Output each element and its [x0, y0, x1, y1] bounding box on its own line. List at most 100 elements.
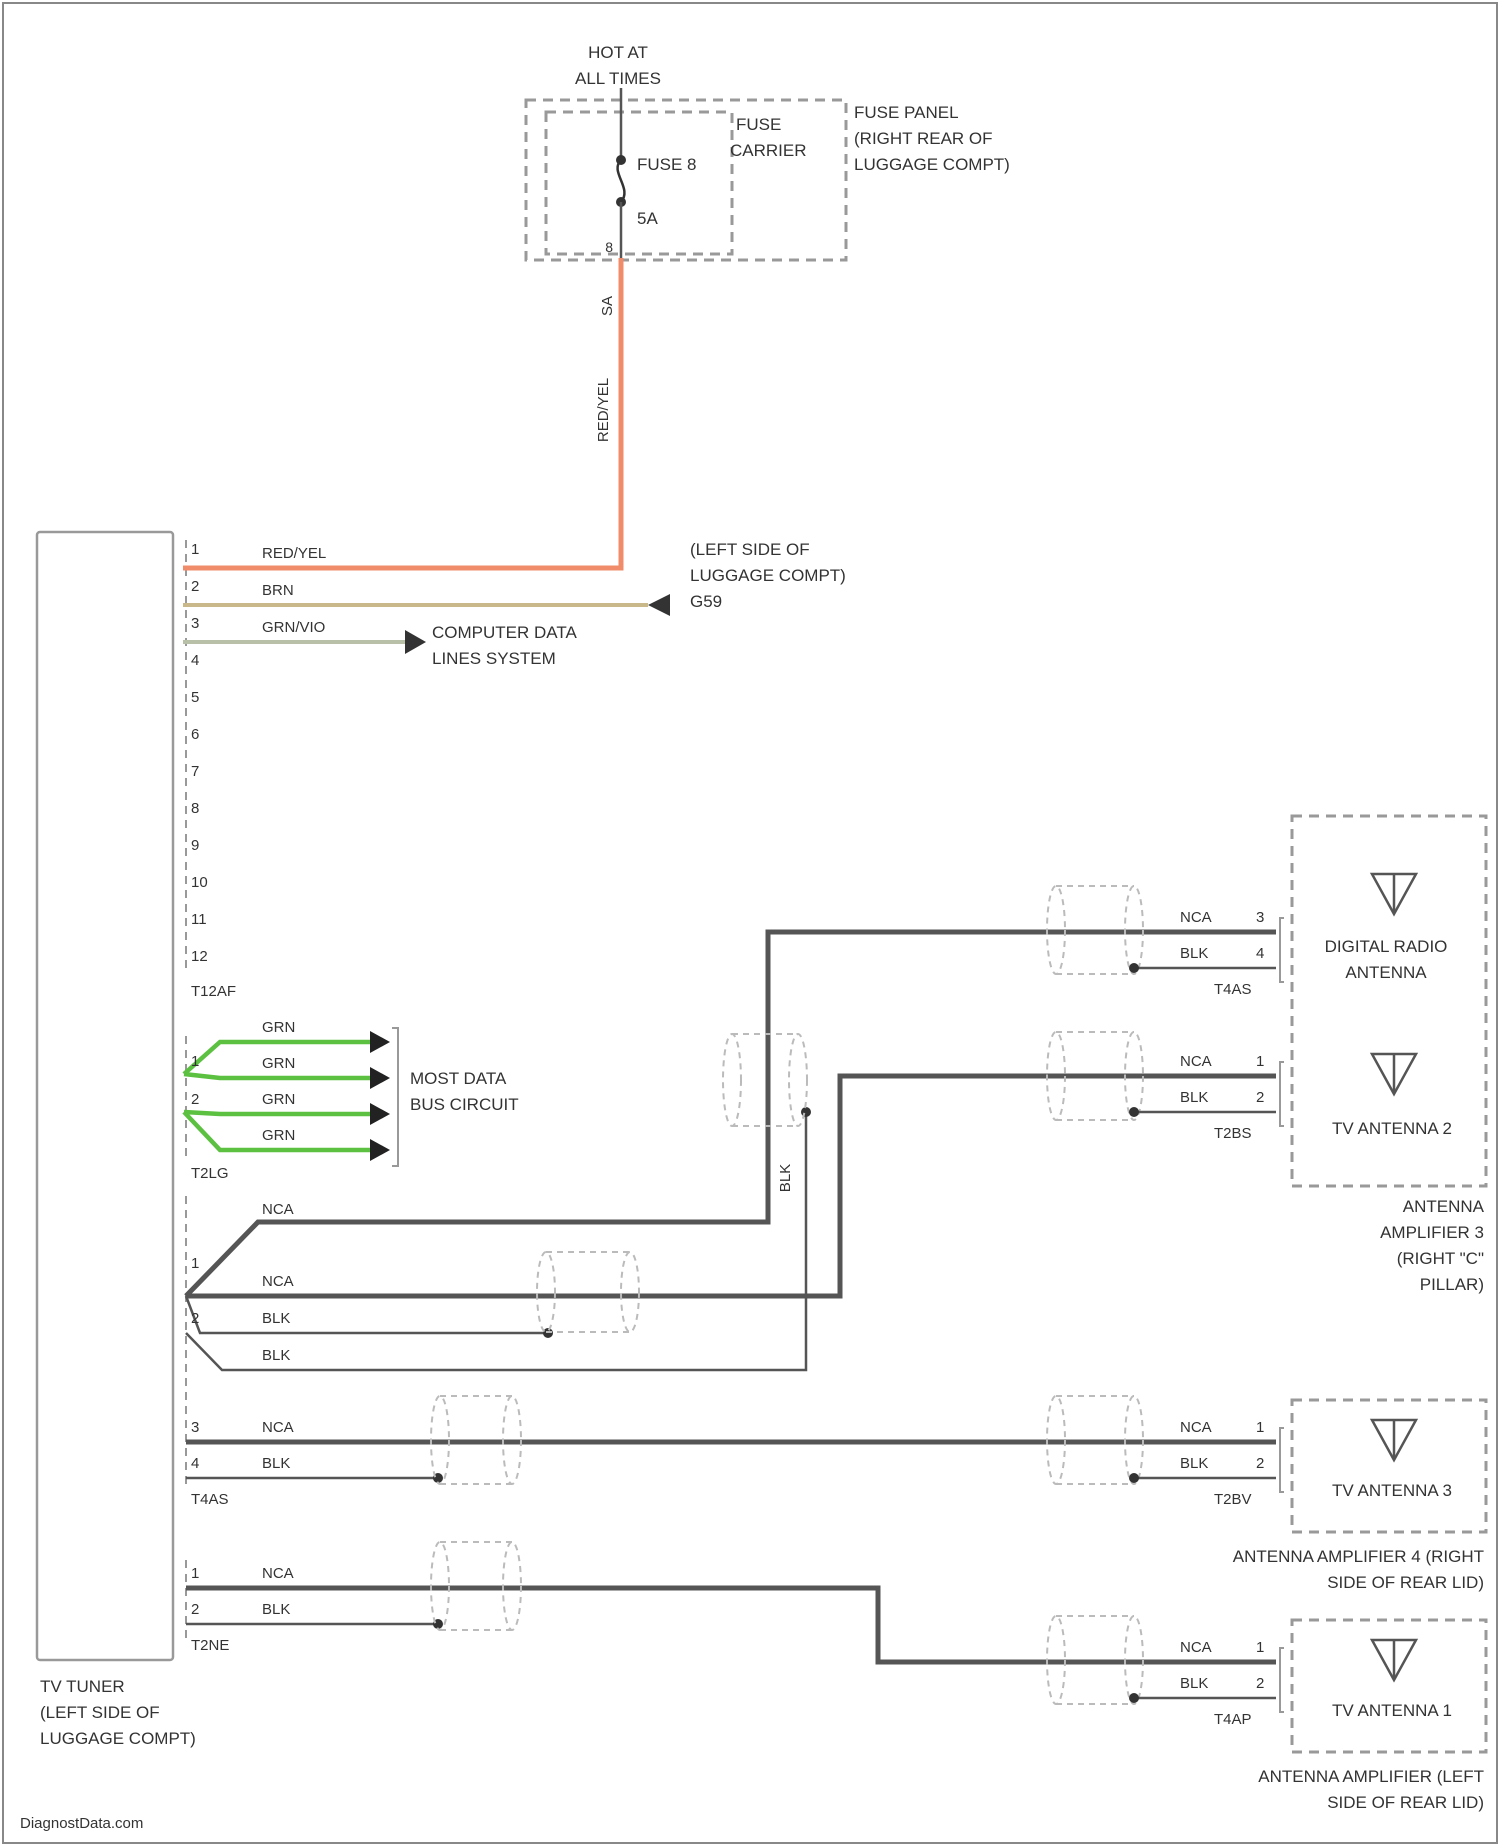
fuse-panel-label-1: FUSE PANEL [854, 103, 959, 122]
digital-antenna-label-1: DIGITAL RADIO [1325, 937, 1448, 956]
tuner-label-2: (LEFT SIDE OF [40, 1703, 160, 1722]
tv3-pin-blk: 2 [1256, 1455, 1264, 1472]
digital-antenna-icon [1372, 874, 1416, 914]
wire-a-3-label: GRN/VIO [262, 619, 325, 636]
fuse-carrier-label-1: FUSE [736, 115, 781, 134]
pin-a-8: 8 [191, 800, 199, 817]
digital-blk-dot [1129, 963, 1139, 973]
tv3-blk-dot [1129, 1473, 1139, 1483]
most-wire-2 [184, 1074, 370, 1078]
most-label-1: MOST DATA [410, 1069, 507, 1088]
tv2-antenna-label: TV ANTENNA 2 [1332, 1119, 1452, 1138]
fuse-panel-box [526, 100, 846, 260]
pin-a-12: 12 [191, 948, 208, 965]
coax-wire-label-2: NCA [262, 1273, 294, 1290]
coax-d-pin-2: 2 [191, 1601, 199, 1618]
fuse-rating: 5A [637, 209, 658, 228]
hot-label-2: ALL TIMES [575, 69, 661, 88]
amp-left-label-1: ANTENNA AMPLIFIER (LEFT [1258, 1767, 1484, 1786]
wire-a-1-label: RED/YEL [262, 545, 326, 562]
coax-vertical-label: BLK [777, 1164, 794, 1192]
tv2-connector: T2BS [1214, 1125, 1252, 1142]
tv2-pin-nca: 1 [1256, 1053, 1264, 1070]
tv3-wire-blk: BLK [1180, 1455, 1208, 1472]
digital-connector-bracket [1280, 918, 1284, 982]
digital-connector: T4AS [1214, 981, 1252, 998]
tv-tuner-box [37, 532, 173, 1660]
pin-a-6: 6 [191, 726, 199, 743]
computer-data-label-2: LINES SYSTEM [432, 649, 556, 668]
most-arrow-3-icon [370, 1103, 390, 1125]
fuse-pin: 8 [605, 239, 613, 255]
most-wire-3-label: GRN [262, 1091, 295, 1108]
tv-tuner: TV TUNER (LEFT SIDE OF LUGGAGE COMPT) [37, 532, 196, 1748]
coax-wire-label-4: BLK [262, 1347, 290, 1364]
shield-coax-mid [723, 1034, 807, 1126]
ground-label-3: G59 [690, 592, 722, 611]
tv1-pin-blk: 2 [1256, 1675, 1264, 1692]
watermark: DiagnostData.com [20, 1815, 143, 1832]
tv2-wire-nca: NCA [1180, 1053, 1212, 1070]
amp4-label-2: SIDE OF REAR LID) [1327, 1573, 1484, 1592]
fuse-panel-label-2: (RIGHT REAR OF [854, 129, 993, 148]
coax-wire-label-1: NCA [262, 1201, 294, 1218]
fuse-carrier-label-2: CARRIER [730, 141, 807, 160]
tv2-blk-dot [1129, 1107, 1139, 1117]
tuner-label-3: LUGGAGE COMPT) [40, 1729, 196, 1748]
coax-wire-label-3: BLK [262, 1310, 290, 1327]
connector-a-name: T12AF [191, 983, 236, 1000]
coax-wire-label-5: NCA [262, 1419, 294, 1436]
most-arrow-4-icon [370, 1139, 390, 1161]
connector-b-name: T2LG [191, 1165, 229, 1182]
fuse-name: FUSE 8 [637, 155, 697, 174]
tv1-wire-nca: NCA [1180, 1639, 1212, 1656]
tv1-antenna-icon [1372, 1640, 1416, 1680]
tv3-antenna-label: TV ANTENNA 3 [1332, 1481, 1452, 1500]
tv3-connector: T2BV [1214, 1491, 1252, 1508]
amp4-label-1: ANTENNA AMPLIFIER 4 (RIGHT [1233, 1547, 1484, 1566]
antenna-amplifier-left: NCA BLK 1 2 T4AP TV ANTENNA 1 ANTENNA AM… [1047, 1616, 1486, 1812]
tuner-label-1: TV TUNER [40, 1677, 125, 1696]
tv3-antenna-icon [1372, 1420, 1416, 1460]
tv1-antenna-label: TV ANTENNA 1 [1332, 1701, 1452, 1720]
pin-a-4: 4 [191, 652, 199, 669]
connector-c-name: T4AS [191, 1491, 229, 1508]
tv1-blk-dot [1129, 1693, 1139, 1703]
connector-d-name: T2NE [191, 1637, 229, 1654]
pin-a-11: 11 [191, 911, 207, 928]
fuse-section: HOT AT ALL TIMES FUSE 8 5A 8 FUSE CARRIE… [526, 43, 1010, 442]
amp3-label-1: ANTENNA [1403, 1197, 1485, 1216]
digital-wire-blk: BLK [1180, 945, 1208, 962]
most-wire-3 [184, 1112, 370, 1114]
tv2-pin-blk: 2 [1256, 1089, 1264, 1106]
hot-label-1: HOT AT [588, 43, 648, 62]
amp3-label-4: PILLAR) [1420, 1275, 1484, 1294]
coax-d-pin-1: 1 [191, 1565, 199, 1582]
coax-blk-2-dot [801, 1107, 811, 1117]
computer-data-label-1: COMPUTER DATA [432, 623, 577, 642]
coax-wire-label-6: BLK [262, 1455, 290, 1472]
tv1-wire-blk: BLK [1180, 1675, 1208, 1692]
connector-a: 1 2 3 4 5 6 7 8 9 10 11 12 T12AF [186, 540, 236, 1000]
pin-a-3: 3 [191, 615, 199, 632]
digital-antenna-label-2: ANTENNA [1345, 963, 1427, 982]
fuse-out-pin: SA [599, 296, 616, 316]
digital-wire-nca: NCA [1180, 909, 1212, 926]
amp3-label-3: (RIGHT "C" [1397, 1249, 1484, 1268]
coax-pin-2: 2 [191, 1310, 199, 1327]
tv1-connector: T4AP [1214, 1711, 1252, 1728]
most-brace [392, 1028, 398, 1166]
ground-label-2: LUGGAGE COMPT) [690, 566, 846, 585]
coax-pin-4: 4 [191, 1455, 199, 1472]
digital-pin-blk: 4 [1256, 945, 1264, 962]
tv2-antenna-icon [1372, 1054, 1416, 1094]
most-wire-2-label: GRN [262, 1055, 295, 1072]
coax-wire-nca-tv2 [186, 1076, 1276, 1296]
most-bus: GRN GRN GRN GRN 1 2 T2LG MOST DATA BUS C… [184, 1019, 519, 1182]
most-arrow-1-icon [370, 1031, 390, 1053]
vertical-wire-color: RED/YEL [595, 378, 612, 442]
ground-label-1: (LEFT SIDE OF [690, 540, 810, 559]
fuse-panel-label-3: LUGGAGE COMPT) [854, 155, 1010, 174]
digital-pin-nca: 3 [1256, 909, 1264, 926]
